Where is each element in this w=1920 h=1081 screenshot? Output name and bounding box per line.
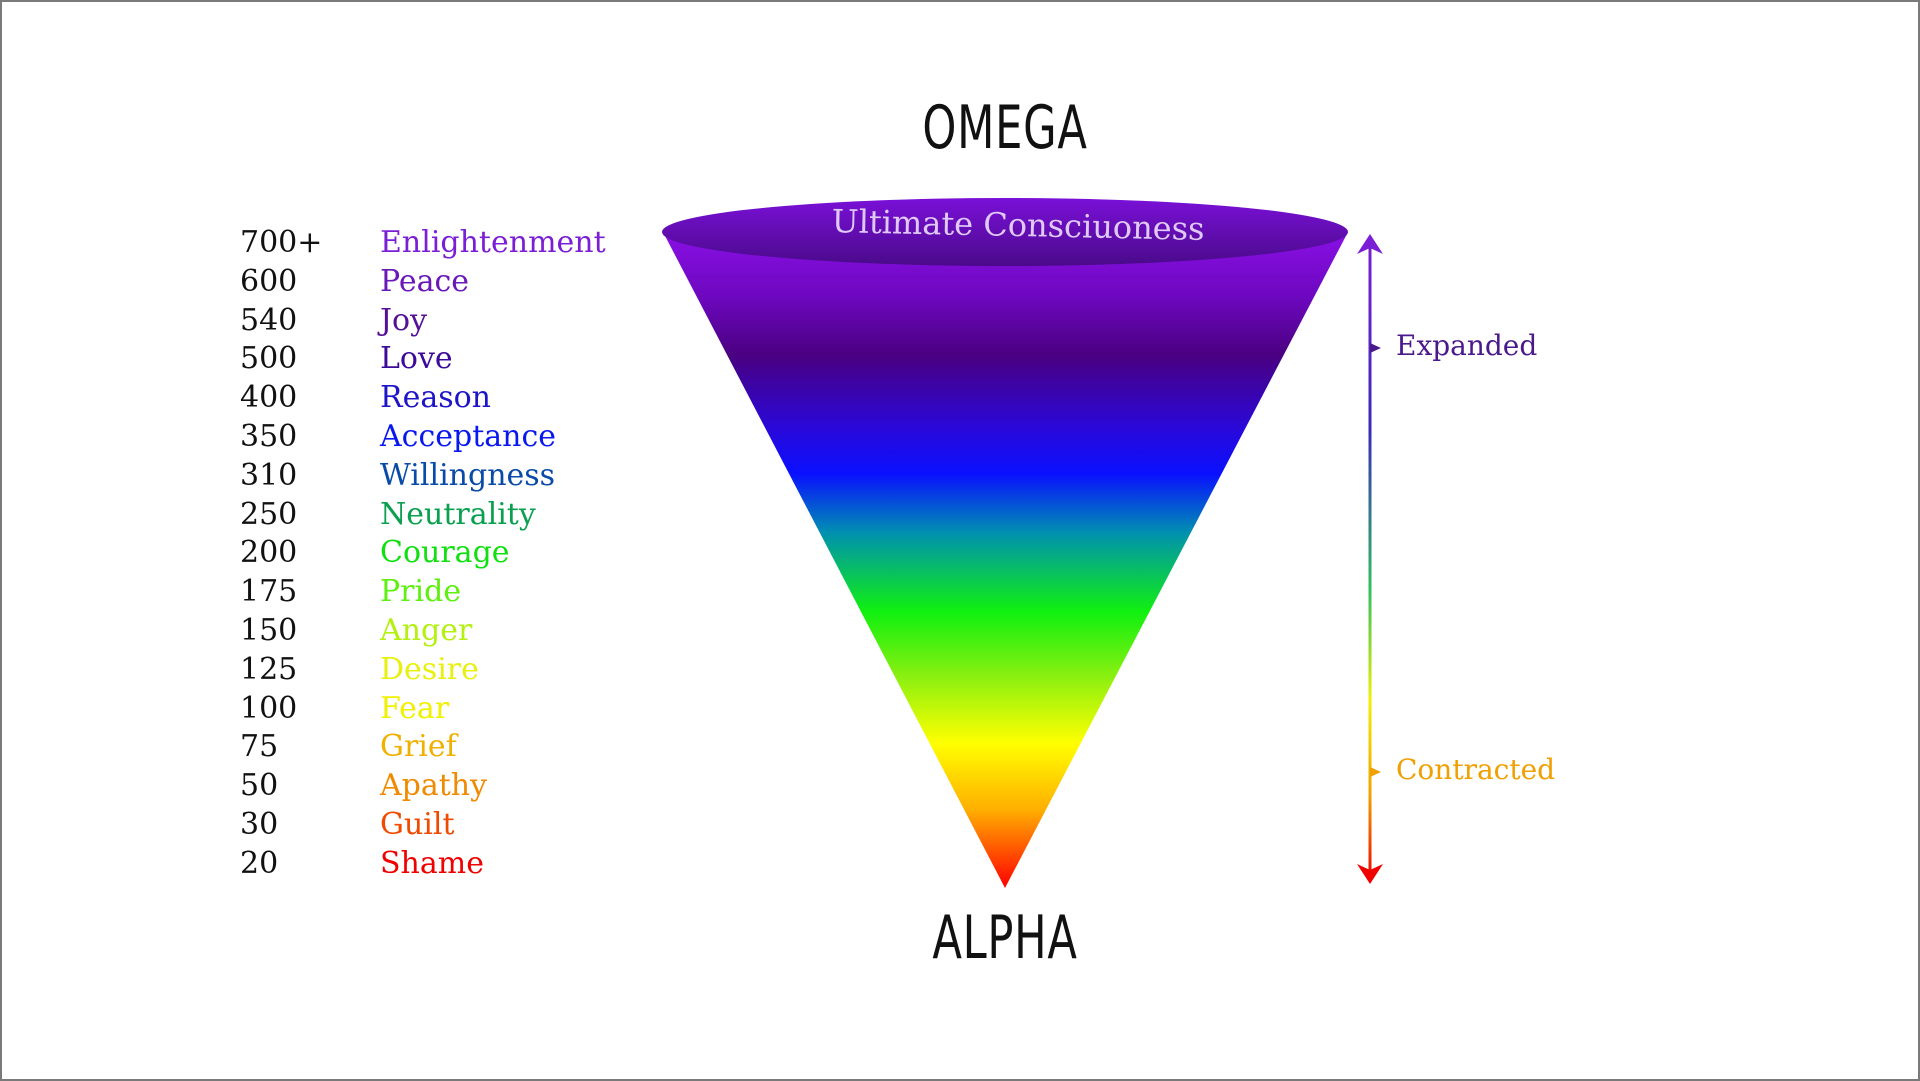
level-row: 50 Apathy — [240, 767, 660, 806]
level-row: 700+ Enlightenment — [240, 224, 660, 263]
expanded-label: Expanded — [1396, 329, 1538, 362]
level-row: 350 Acceptance — [240, 418, 660, 457]
contracted-label: Contracted — [1396, 753, 1556, 786]
level-value: 250 — [240, 496, 298, 532]
level-row: 30 Guilt — [240, 806, 660, 845]
alpha-label: ALPHA — [932, 903, 1078, 973]
level-value: 200 — [240, 535, 298, 571]
level-name: Apathy — [380, 768, 488, 804]
level-value: 175 — [240, 574, 298, 610]
level-value: 600 — [240, 263, 298, 299]
level-row: 400 Reason — [240, 379, 660, 418]
level-name: Pride — [380, 574, 462, 610]
level-name: Guilt — [380, 806, 455, 842]
level-name: Enlightenment — [380, 225, 606, 260]
contracted-marker-icon — [1370, 767, 1381, 777]
level-name: Joy — [380, 302, 428, 338]
level-value: 350 — [240, 418, 298, 454]
level-value: 75 — [240, 729, 279, 765]
level-name: Love — [380, 341, 453, 377]
level-row: 310 Willingness — [240, 457, 660, 496]
consciousness-level-list: 700+ Enlightenment 600 Peace 540 Joy 500 Lov… — [240, 224, 660, 884]
level-name: Courage — [380, 535, 510, 571]
level-name: Fear — [380, 690, 450, 726]
level-name: Neutrality — [380, 496, 536, 532]
level-name: Peace — [380, 263, 470, 299]
level-name: Willingness — [380, 457, 556, 493]
level-value: 310 — [240, 457, 298, 493]
funnel-cone — [663, 232, 1348, 888]
level-value: 540 — [240, 302, 298, 338]
level-value: 30 — [240, 806, 279, 842]
level-value: 100 — [240, 690, 298, 726]
arrow-up-icon — [1357, 234, 1383, 254]
arrow-down-icon — [1357, 864, 1383, 884]
level-value: 400 — [240, 380, 298, 416]
expanded-marker-icon — [1370, 343, 1381, 353]
level-row: 500 Love — [240, 340, 660, 379]
level-row: 200 Courage — [240, 534, 660, 573]
level-name: Reason — [380, 380, 492, 416]
level-row: 150 Anger — [240, 612, 660, 651]
level-name: Anger — [380, 612, 473, 648]
rim-label: Ultimate Consciuoness — [831, 202, 1205, 248]
level-name: Shame — [380, 845, 484, 881]
level-row: 250 Neutrality — [240, 496, 660, 535]
level-row: 20 Shame — [240, 845, 660, 884]
level-value: 20 — [240, 845, 279, 881]
level-value: 125 — [240, 651, 298, 687]
level-name: Acceptance — [380, 418, 557, 454]
level-row: 100 Fear — [240, 690, 660, 729]
level-value: 150 — [240, 612, 298, 648]
funnel-rim — [662, 198, 1348, 266]
level-row: 600 Peace — [240, 263, 660, 302]
level-row: 75 Grief — [240, 728, 660, 767]
level-value: 500 — [240, 341, 298, 377]
level-row: 175 Pride — [240, 573, 660, 612]
omega-label: OMEGA — [922, 93, 1088, 163]
level-value: 50 — [240, 768, 279, 804]
level-name: Desire — [380, 651, 479, 687]
level-row: 540 Joy — [240, 302, 660, 341]
level-name: Grief — [380, 729, 457, 765]
level-value: 700+ — [240, 225, 323, 260]
level-row: 125 Desire — [240, 651, 660, 690]
